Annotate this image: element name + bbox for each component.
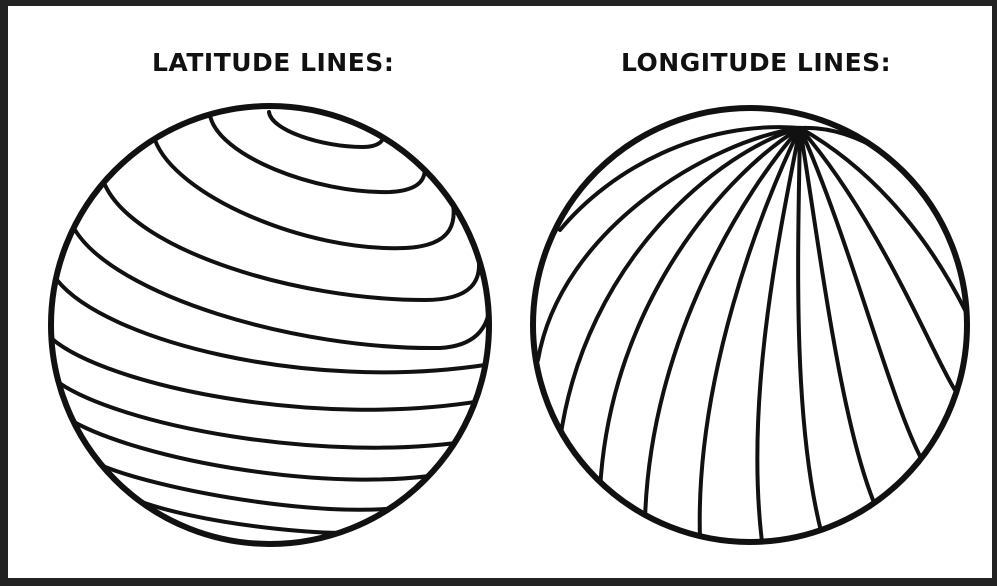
longitude-line	[757, 128, 800, 542]
latitude-line	[57, 280, 485, 372]
longitude-line	[645, 128, 800, 520]
latitude-globe	[45, 100, 495, 550]
latitude-line	[55, 380, 477, 448]
latitude-line	[105, 185, 479, 300]
longitude-globe-outline	[533, 108, 967, 542]
longitude-globe	[530, 100, 975, 550]
longitude-line	[700, 128, 800, 538]
latitude-title: LATITUDE LINES:	[152, 48, 388, 77]
longitude-line	[538, 128, 800, 360]
longitude-line	[800, 128, 955, 390]
latitude-globe-outline	[51, 106, 489, 544]
latitude-line	[125, 495, 405, 533]
longitude-title: LONGITUDE LINES:	[621, 48, 889, 77]
latitude-line	[210, 115, 425, 192]
longitude-line	[800, 128, 922, 460]
longitude-line	[800, 128, 875, 505]
